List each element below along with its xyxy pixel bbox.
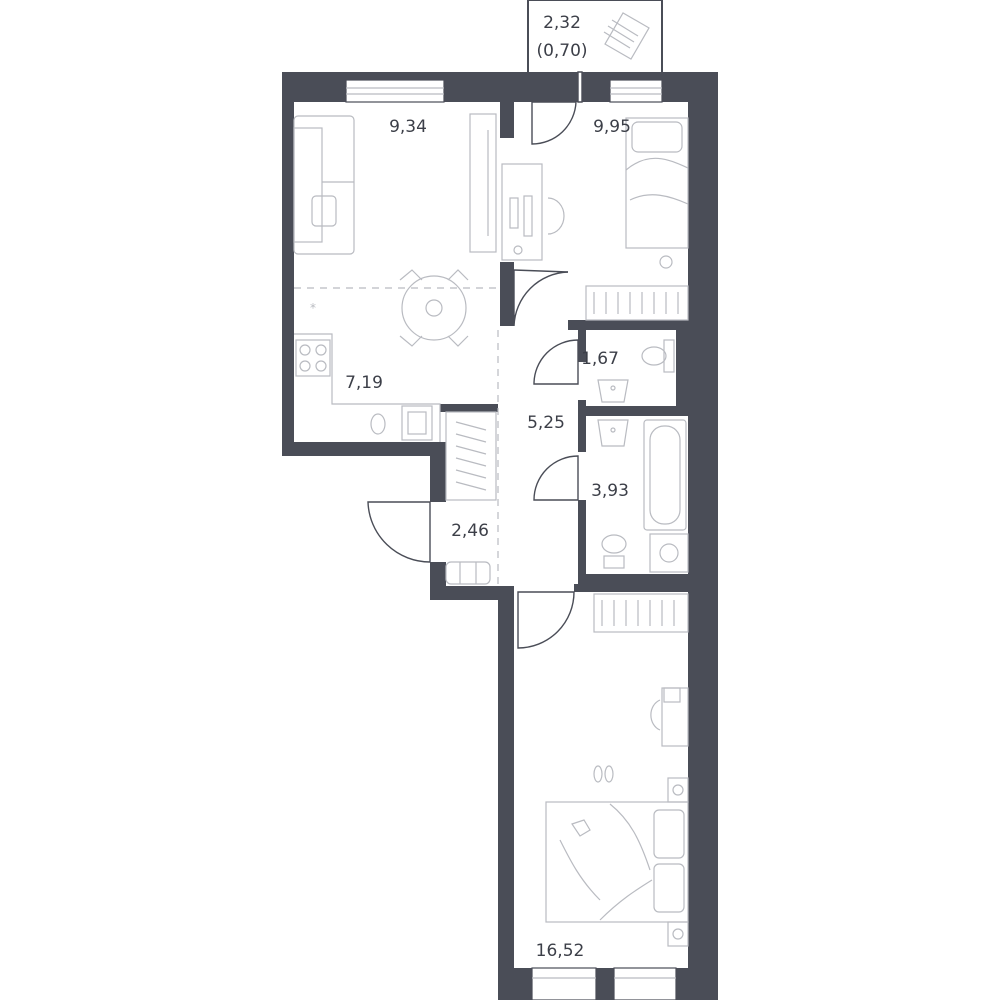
ball-icon <box>659 255 673 269</box>
dining-table-icon <box>399 269 469 347</box>
wall-kitchen-bottom <box>282 442 446 456</box>
study-desk-icon <box>650 687 689 747</box>
wall-toilet-bottom <box>578 406 698 416</box>
svg-text:*: * <box>310 301 316 315</box>
bedroom-top-area: 9,95 <box>593 117 631 137</box>
sink-icon <box>401 405 433 441</box>
faucet-icon <box>370 413 386 435</box>
wall-entry-bottom <box>430 586 514 600</box>
window-living <box>345 79 445 103</box>
balcony-outline <box>527 0 663 72</box>
lamp-bottom-icon <box>672 928 684 940</box>
toilet-sink-icon <box>597 379 629 403</box>
door-bedroom-top <box>513 270 569 327</box>
wall-toilet-left-top <box>578 322 586 362</box>
wall-bedroom2-top <box>574 584 698 592</box>
bath-sink-icon <box>597 419 629 447</box>
entrance-area: 2,46 <box>451 521 489 541</box>
bath-toilet-icon <box>601 534 627 554</box>
wall-bath-left-bottom <box>578 500 586 584</box>
shoe-rack-icon <box>445 561 491 585</box>
windows <box>345 79 677 1000</box>
toilet-room-fixtures <box>597 339 675 403</box>
wall-left-upper <box>282 72 294 456</box>
zone-lines <box>294 287 500 586</box>
tv-stand-icon <box>469 113 497 253</box>
door-bathroom <box>533 455 579 501</box>
washing-machine-icon <box>649 533 689 573</box>
door-balcony <box>531 101 577 145</box>
sofa-icon <box>293 115 355 255</box>
wall-right <box>688 72 718 1000</box>
balcony-area: 2,32 <box>543 13 581 33</box>
window-bedroom-bottom-left <box>531 967 597 1000</box>
wall-partition-top <box>500 72 514 138</box>
wall-partition-mid <box>500 262 514 326</box>
toilet-icon <box>641 346 667 366</box>
bathroom-fixtures <box>597 419 689 573</box>
doors <box>367 71 583 649</box>
window-bedroom-bottom-right <box>613 967 677 1000</box>
wall-left-lower <box>498 586 514 1000</box>
wall-bath-left-top <box>578 416 586 452</box>
stove-burner-icon <box>299 344 311 356</box>
bathroom-area: 3,93 <box>591 481 629 501</box>
wardrobe-top <box>585 285 689 321</box>
desk-icon <box>501 163 565 261</box>
wall-storage-top <box>440 404 498 412</box>
wall-bottom <box>498 968 718 1000</box>
kitchen-counter: * <box>294 301 441 442</box>
window-bedroom-top <box>609 79 663 103</box>
hall-area: 5,25 <box>527 413 565 433</box>
pet-icon <box>571 819 591 837</box>
walls <box>282 72 718 1000</box>
nightstands <box>667 777 689 947</box>
living-area: 9,34 <box>389 117 427 137</box>
bedroom-bottom-area: 16,52 <box>536 941 585 961</box>
door-entrance <box>367 501 431 563</box>
door-bedroom-bottom <box>517 591 575 649</box>
balcony-chair-icon <box>603 12 650 60</box>
wardrobe-bottom <box>593 593 689 633</box>
door-toilet <box>533 339 579 385</box>
wall-bath-bottom <box>578 574 698 584</box>
balcony <box>527 0 663 72</box>
lamp-top-icon <box>672 784 684 796</box>
toilet-area: 1,67 <box>581 349 619 369</box>
bed-bottom-icon <box>545 801 689 923</box>
kitchen-area: 7,19 <box>345 373 383 393</box>
wall-toilet-right <box>676 322 688 406</box>
hall-wardrobe <box>445 411 497 585</box>
wall-bedroom-bottom <box>568 320 698 330</box>
bathtub-icon <box>643 419 687 531</box>
area-labels: 2,32 (0,70) 9,34 9,95 7,19 1,67 5,25 3,9… <box>345 13 631 961</box>
wall-entry-left-top <box>430 442 446 502</box>
bed-top-icon <box>625 117 689 269</box>
slippers-icon <box>593 765 614 783</box>
balcony-area-reduced: (0,70) <box>536 41 587 61</box>
